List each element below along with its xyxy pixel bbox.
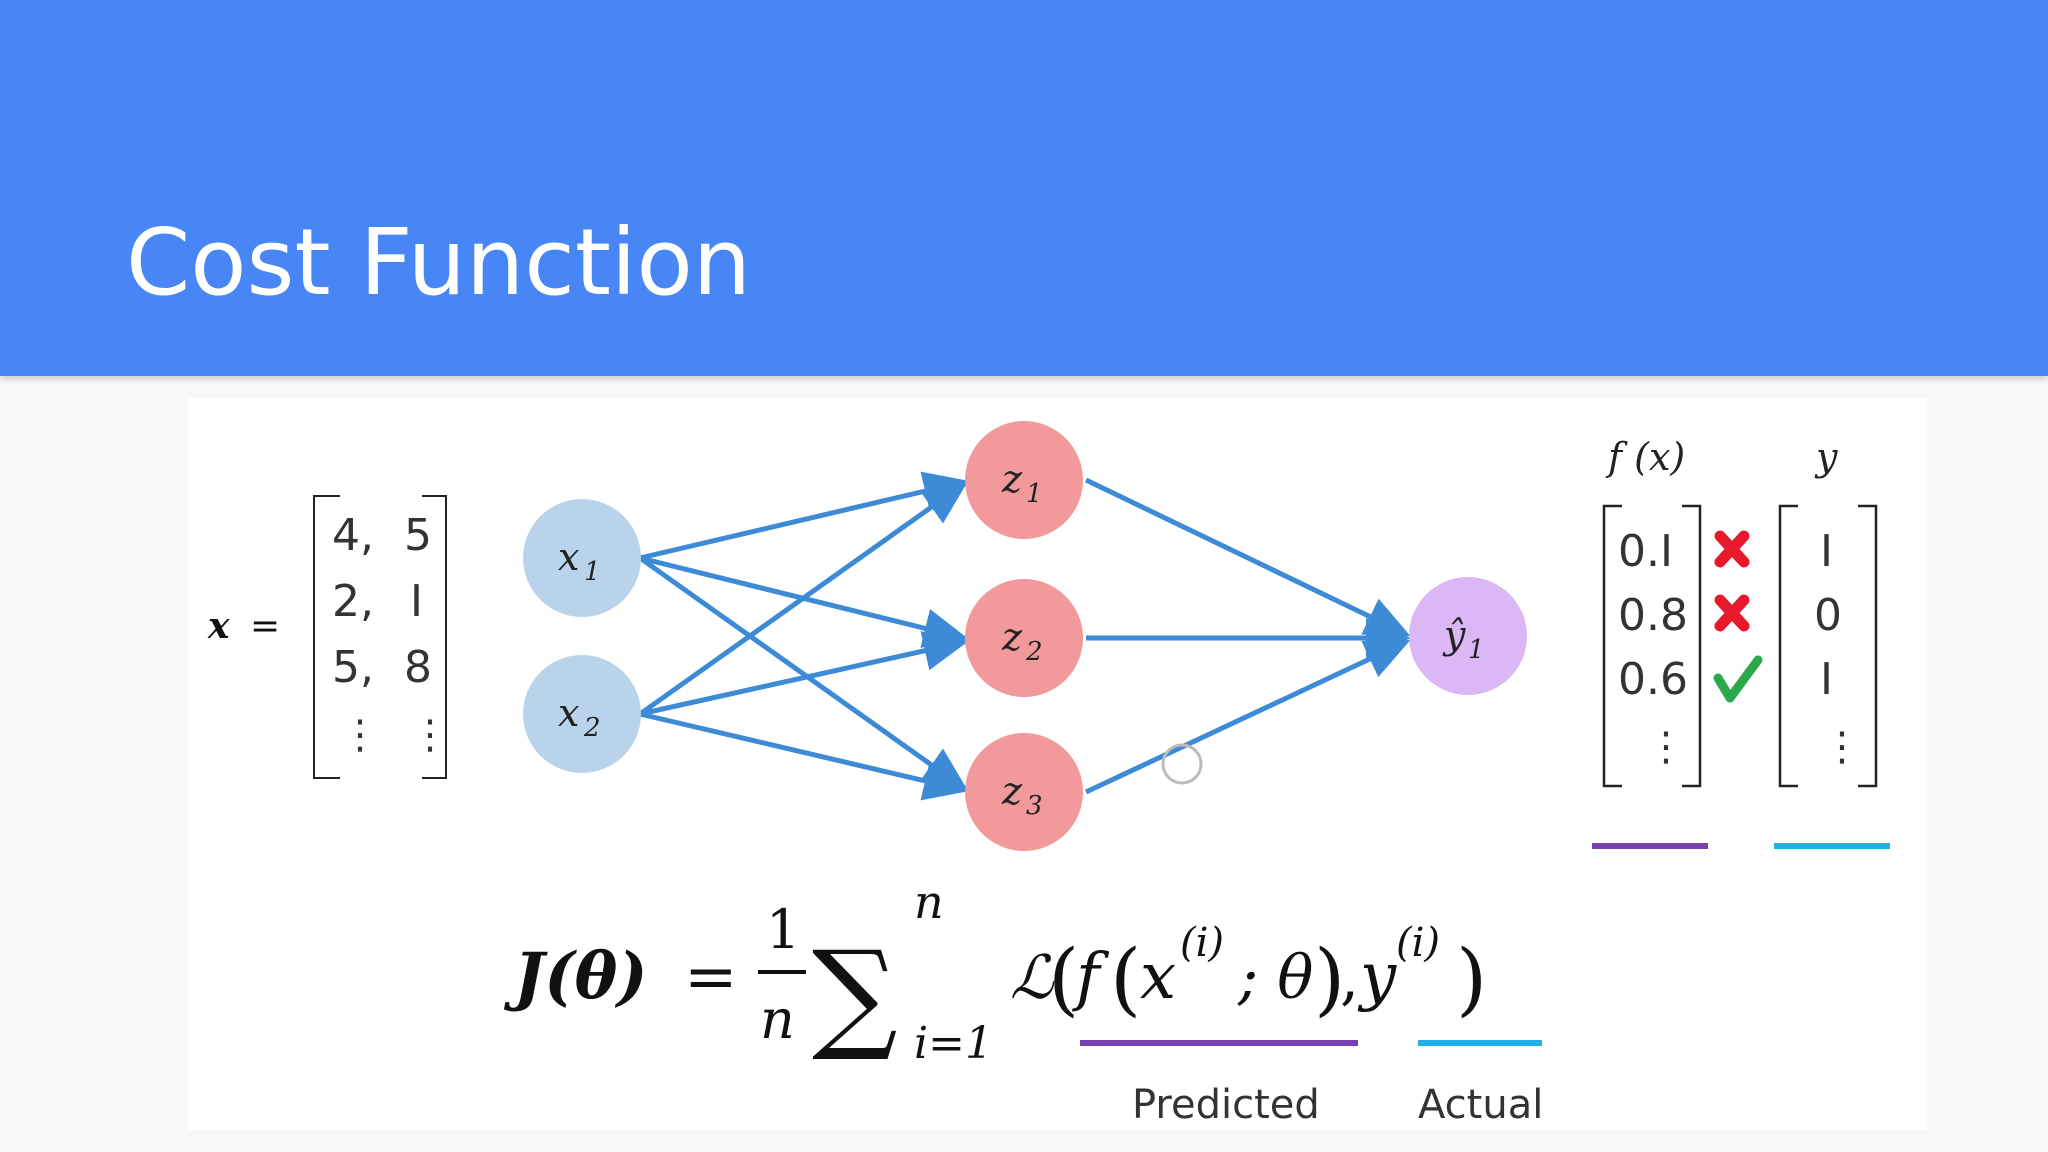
formula-x-term: x [1140,940,1176,1014]
formula-sum-lower: i=1 [914,1018,993,1069]
cross-icon [1714,530,1750,568]
node-x1-label: x [558,535,579,579]
matrix-left-bracket [313,495,340,779]
node-x2-subscript: 2 [583,713,601,743]
formula-function-close-paren: ) [1314,932,1345,1025]
actual-left-bracket [1778,504,1798,788]
matrix-cell: 4, [332,510,374,561]
hidden-layer: z 1 z 2 z 3 [965,421,1083,851]
slide-header: Cost Function [0,0,2048,376]
node-z1-subscript: 1 [1026,479,1043,509]
formula-fraction-numerator: 1 [766,898,800,961]
node-z2 [965,579,1083,697]
formula-x-superscript: (i) [1180,920,1224,966]
formula-close-paren: ) [1456,932,1487,1025]
formula-equals: = [684,940,738,1014]
edge-x1-z1 [639,471,969,561]
formula-function-open-paren: ( [1110,932,1141,1025]
check-icon [1713,655,1763,703]
predicted-label: Predicted [1132,1082,1320,1128]
formula-open-paren: ( [1048,932,1079,1025]
formula-comma: , [1340,943,1359,1013]
node-y-hat-subscript: 1 [1468,635,1485,665]
slide-title: Cost Function [126,209,752,316]
node-z3 [965,733,1083,851]
matrix-cell: 2, [332,576,374,627]
prediction-value: ⋮ [1646,724,1686,770]
node-y-hat [1409,577,1527,695]
output-layer: ŷ 1 [1409,577,1527,695]
node-x1 [523,499,641,617]
prediction-column: f (x) 0.I 0.8 0.6 ⋮ [1592,435,1708,849]
matrix-variable-label: x [207,605,230,647]
matrix-cell: 5 [404,510,432,561]
node-z2-label: z [1001,615,1023,659]
edge-x1-z3 [638,555,969,791]
input-matrix: x = 4, 5 2, I 5, 8 ⋮ ⋮ [207,495,450,779]
matrix-cell: 5, [332,642,374,693]
formula-y-term: y [1357,940,1397,1014]
matrix-cell: 8 [404,642,432,693]
edge-x2-z3 [639,711,969,801]
formula-function: f [1072,940,1110,1014]
formula-y-superscript: (i) [1396,920,1440,966]
figure-panel: x = 4, 5 2, I 5, 8 ⋮ ⋮ x 1 x 2 z 1 [188,398,1926,1130]
neural-network-diagram: x = 4, 5 2, I 5, 8 ⋮ ⋮ x 1 x 2 z 1 [207,421,1890,1128]
formula-loss-symbol: ℒ [1010,943,1055,1013]
matrix-cell: ⋮ [410,712,450,758]
formula-lhs: J(θ) [503,939,648,1014]
formula-sum-symbol: ∑ [812,926,898,1065]
prediction-left-bracket [1602,504,1622,788]
actual-right-bracket [1858,504,1878,788]
edge-z1-y [1084,477,1411,637]
node-y-hat-label: ŷ [1442,613,1466,657]
node-x2 [523,655,641,773]
actual-value: I [1820,654,1833,705]
network-connections [638,471,1411,801]
node-z1 [965,421,1083,539]
edge-x2-z2 [639,631,969,717]
actual-value: ⋮ [1822,724,1862,770]
prediction-right-bracket [1682,504,1702,788]
node-x2-label: x [558,691,579,735]
formula-sum-upper: n [914,875,944,929]
matrix-cell: ⋮ [340,712,380,758]
node-z3-subscript: 3 [1026,791,1043,821]
node-x1-subscript: 1 [584,557,601,587]
matrix-right-bracket [422,495,447,779]
prediction-value: 0.6 [1618,654,1688,705]
cross-icon [1714,594,1750,632]
formula-fraction-denominator: n [760,988,795,1051]
matrix-equals-sign: = [250,606,280,647]
actual-value: I [1820,526,1833,577]
actual-header: y [1814,435,1838,479]
prediction-value: 0.8 [1618,590,1688,641]
edge-z3-y [1084,639,1411,795]
prediction-header: f (x) [1605,435,1685,479]
formula-parameter: ; θ [1237,943,1313,1013]
actual-value: 0 [1814,590,1842,641]
cost-formula: J(θ) = 1 n ∑ n i=1 ℒ ( f ( x (i) ; θ ) ,… [503,875,1543,1128]
matrix-cell: I [410,576,423,627]
correctness-marks [1713,530,1763,703]
actual-column: y I 0 I ⋮ [1774,435,1890,849]
node-z1-label: z [1001,457,1023,501]
prediction-value: 0.I [1618,526,1673,577]
actual-label: Actual [1418,1082,1543,1128]
cursor-ring-icon [1161,743,1203,785]
node-z3-label: z [1001,769,1023,813]
input-layer: x 1 x 2 [523,499,641,773]
node-z2-subscript: 2 [1025,637,1043,667]
edge-x2-z1 [638,481,969,717]
